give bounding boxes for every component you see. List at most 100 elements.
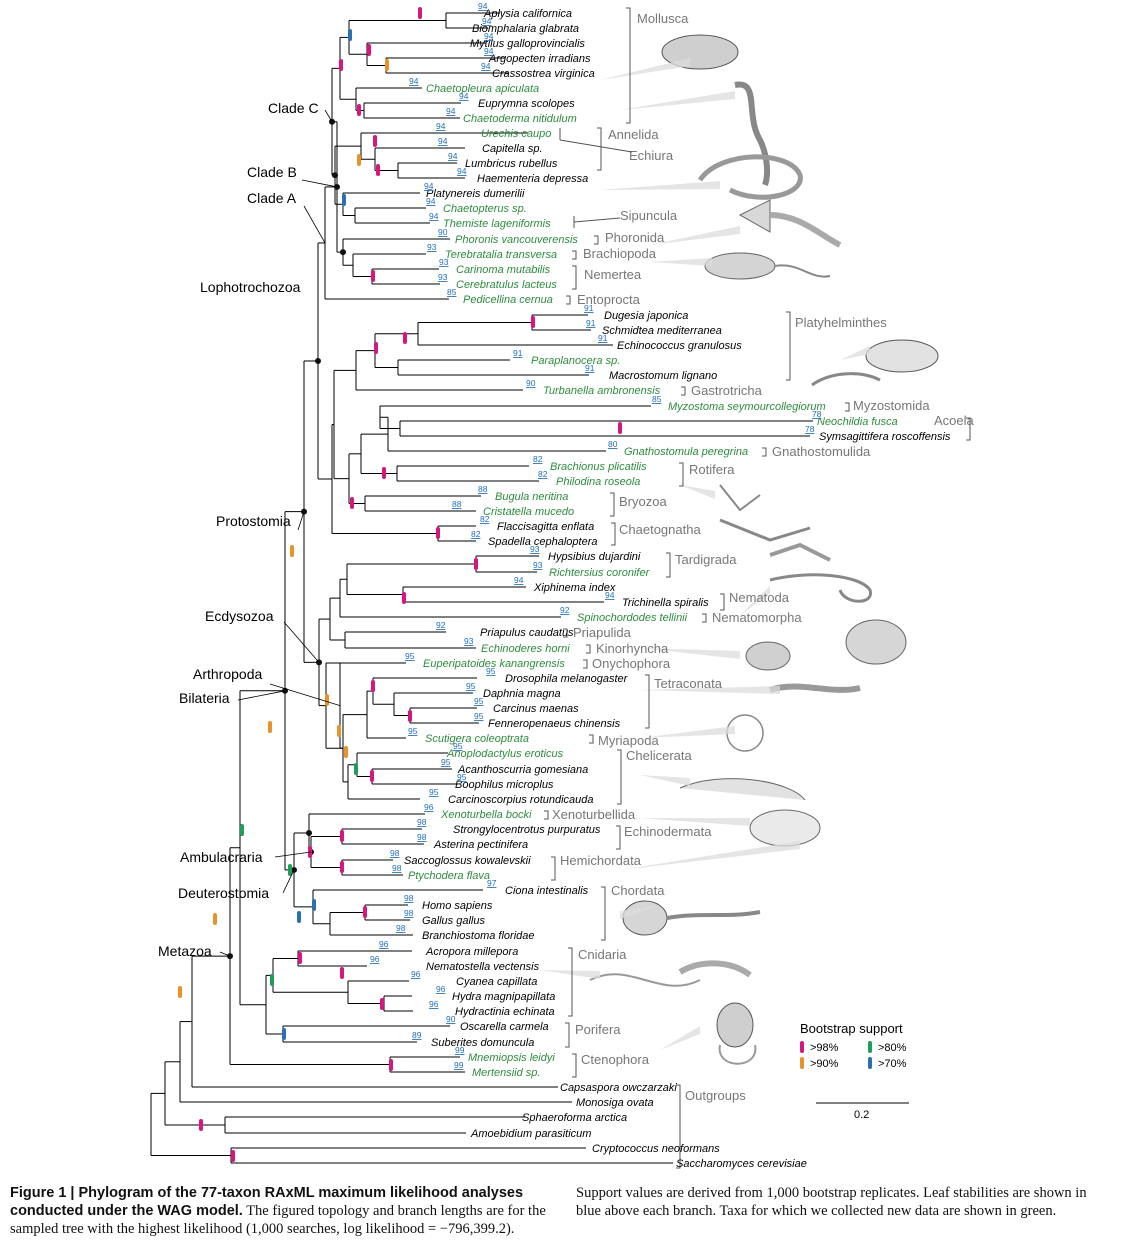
bootstrap-mark [340, 861, 344, 873]
group-bracket [786, 311, 791, 381]
bootstrap-mark [348, 29, 352, 41]
pointer-wedge [600, 181, 720, 190]
pointer-wedge [600, 58, 690, 80]
taxon-label: Carcinoscorpius rotundicauda [448, 794, 594, 806]
leaf-stability: 92 [436, 620, 446, 630]
bootstrap-mark [376, 164, 380, 176]
group-bracket [572, 265, 577, 290]
group-label: Rotifera [689, 462, 735, 477]
taxon-label: Argopecten irradians [488, 53, 591, 65]
leaf-stability: 82 [538, 469, 548, 479]
group-bracket [572, 1053, 577, 1078]
organism-illustration [734, 81, 771, 186]
leaf-stability: 94 [605, 590, 615, 600]
bootstrap-mark [418, 7, 422, 19]
taxon-label: Phoronis vancouverensis [455, 234, 578, 246]
taxon-label: Biomphalaria glabrata [472, 23, 579, 35]
bootstrap-mark [339, 59, 343, 71]
leaf-stability: 95 [457, 772, 467, 782]
taxon-label: Capitella sp. [482, 143, 543, 155]
group-bracket [551, 856, 556, 881]
leaf-stability: 95 [408, 726, 418, 736]
organism-illustration [719, 518, 811, 542]
group-label: Nemertea [584, 267, 642, 282]
pointer-wedge [620, 841, 800, 870]
group-bracket [666, 552, 671, 578]
bootstrap-mark [403, 332, 407, 344]
clade-label: Deuterostomia [178, 885, 269, 901]
leaf-stability: 95 [474, 711, 484, 721]
organism-illustration [769, 212, 842, 248]
caption-text: The figured topology and branch lengths … [10, 1185, 1087, 1237]
organism-illustration [666, 910, 761, 920]
taxon-label: Nematostella vectensis [426, 961, 540, 973]
leaf-stability: 98 [396, 923, 406, 933]
bootstrap-mark [363, 906, 367, 918]
leaf-stability: 94 [514, 575, 524, 585]
taxon-label: Oscarella carmela [460, 1021, 549, 1033]
leaf-stability: 94 [429, 211, 439, 221]
leaf-stability: 88 [452, 499, 462, 509]
group-label: Platyhelminthes [795, 315, 887, 330]
group-label: Mollusca [637, 11, 689, 26]
leaf-stability: 90 [526, 378, 536, 388]
clade-label: Protostomia [216, 513, 291, 529]
clade-label: Clade A [247, 190, 297, 206]
group-bracket [572, 250, 577, 260]
taxon-label: Xiphinema index [533, 582, 616, 594]
organism-illustration [865, 339, 939, 373]
bootstrap-mark [270, 974, 274, 986]
leaf-stability: 95 [453, 741, 463, 751]
taxon-label: Macrostomum lignano [609, 370, 717, 382]
branches [150, 12, 813, 1164]
bootstrap-mark [367, 44, 371, 56]
pointer-wedge [660, 1026, 700, 1050]
leaf-stability: 91 [585, 363, 595, 373]
taxon-label: Gallus gallus [422, 915, 485, 927]
leaf-stability: 94 [438, 136, 448, 146]
leaf-stability: 93 [439, 257, 449, 267]
taxon-label: Anoplodactylus eroticus [446, 748, 564, 760]
bootstrap-mark [402, 592, 406, 604]
leaf-stability: 96 [411, 969, 421, 979]
organism-illustration [719, 484, 761, 512]
bootstrap-mark [380, 998, 384, 1010]
bootstrap-mark [354, 763, 358, 775]
taxon-label: Neochildia fusca [817, 416, 898, 428]
group-label: Myriapoda [598, 733, 659, 748]
pointer-wedge [620, 91, 735, 110]
taxon-label: Hydra magnipapillata [452, 991, 555, 1003]
group-label: Phoronida [605, 230, 665, 245]
group-bracket [762, 447, 767, 457]
group-bracket [568, 947, 573, 1017]
legend-swatch [800, 1057, 804, 1069]
taxon-label: Chaetopterus sp. [443, 203, 527, 215]
clade-label: Ecdysozoa [205, 608, 274, 624]
group-label: Chelicerata [626, 748, 693, 763]
group-label: Myzostomida [853, 398, 930, 413]
taxon-label: Carinoma mutabilis [456, 264, 551, 276]
bootstrap-marks [178, 7, 622, 1162]
group-label: Gastrotricha [691, 383, 763, 398]
leaf-stability: 96 [379, 939, 389, 949]
organism-illustration [589, 973, 701, 987]
leaf-stability: 88 [478, 484, 488, 494]
legend-swatch [868, 1041, 872, 1053]
group-label: Entoprocta [577, 292, 641, 307]
pointer-wedge [680, 485, 715, 499]
bootstrap-mark [389, 1059, 393, 1071]
taxon-label: Sphaeroforma arctica [522, 1112, 627, 1124]
bootstrap-mark [374, 342, 378, 354]
node-dot [306, 830, 312, 836]
phylogram-tree: MolluscaAnnelidaEchiuraSipunculaPhoronid… [150, 1, 975, 1170]
bootstrap-mark [385, 59, 389, 71]
group-bracket [544, 810, 549, 820]
bootstrap-mark [357, 104, 361, 116]
taxon-label: Xenoturbella bocki [440, 809, 532, 821]
group-bracket [702, 613, 707, 623]
pointer-wedge [640, 686, 780, 694]
bootstrap-mark [344, 746, 348, 758]
figure-caption: Figure 1 | Phylogram of the 77-taxon RAx… [10, 1184, 1114, 1250]
leaf-stability: 85 [447, 287, 457, 297]
